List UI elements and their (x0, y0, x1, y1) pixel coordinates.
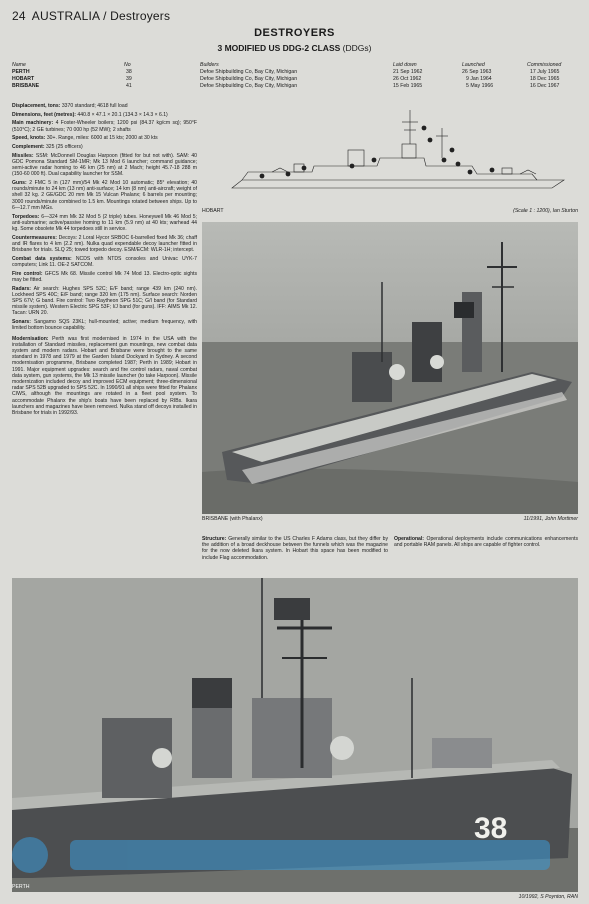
col-laid-down-header: Laid down (393, 62, 417, 68)
table-row-name: BRISBANE (12, 83, 40, 89)
table-row-name: HOBART (12, 76, 35, 82)
specifications-column: Displacement, tons: 3370 standard; 4618 … (12, 103, 197, 419)
spec-combat-data: Combat data systems: NCDS with NTDS cons… (12, 255, 197, 268)
class-subtitle: 3 MODIFIED US DDG-2 CLASS (DDGs) (0, 43, 589, 53)
spec-missiles: Missiles: SSM: McDonnell Douglas Harpoon… (12, 152, 197, 178)
drawing-caption-label: HOBART (202, 208, 224, 214)
photo2-caption-credit: 10/1992, S Poynton, RAN (518, 894, 578, 900)
operational-paragraph: Operational: Operational deployments inc… (394, 536, 578, 548)
col-name-header: Name (12, 62, 26, 68)
spec-displacement: Displacement, tons: 3370 standard; 4618 … (12, 103, 128, 109)
spec-machinery: Main machinery: 4 Foster-Wheeler boilers… (12, 120, 197, 133)
table-row-no: 38 (126, 69, 132, 75)
table-row-launched: 5 May 1966 (466, 83, 494, 89)
operational-text: Operational deployments include communic… (394, 536, 578, 549)
spec-torpedoes: Torpedoes: 6—324 mm Mk 32 Mod 5 (2 tripl… (12, 213, 198, 232)
spec-dimensions: Dimensions, feet (metres): 440.8 × 47.1 … (12, 111, 168, 118)
photo1-caption-credit: 11/1991, John Mortimer (523, 516, 578, 522)
spec-sonars: Sonars: Sangamo SQS 23KL; hull-mounted; … (12, 319, 197, 332)
perth-hull-number: 38 (474, 812, 507, 845)
spec-modernisation: Modernisation: Perth was first modernise… (12, 335, 197, 416)
brisbane-ship-photo (202, 222, 578, 514)
col-launched-header: Launched (462, 62, 485, 68)
table-row-builder: Defoe Shipbuilding Co, Bay City, Michiga… (200, 83, 298, 89)
spec-guns: Guns: 2 FMC 5 in (127 mm)/54 Mk 42 Mod 1… (12, 180, 197, 211)
class-name: 3 MODIFIED US DDG-2 CLASS (217, 43, 341, 53)
drawing-caption-credit: (Scale 1 : 1200), Ian Sturton (513, 208, 578, 214)
hobart-profile-drawing (231, 110, 565, 189)
table-row-launched: 26 Sep 1963 (462, 69, 492, 75)
col-builders-header: Builders (200, 62, 219, 68)
table-row-commissioned: 18 Dec 1965 (530, 76, 560, 82)
table-row-commissioned: 17 July 1965 (530, 69, 560, 75)
structure-paragraph: Structure: Generally similar to the US C… (202, 536, 388, 561)
spec-countermeasures: Countermeasures: Decoys: 2 Loral Hycor S… (12, 234, 197, 254)
table-row-no: 41 (126, 83, 132, 89)
page-number: 24 (12, 9, 26, 23)
operational-label: Operational: (394, 536, 425, 542)
table-row-builder: Defoe Shipbuilding Co, Bay City, Michiga… (200, 76, 298, 82)
col-no-header: No (124, 62, 131, 68)
spec-speed: Speed, knots: 30+. Range, miles: 6000 at… (12, 135, 158, 142)
structure-label: Structure: (202, 536, 227, 542)
watermark-graphic (12, 837, 550, 873)
table-row-laid-down: 21 Sep 1962 (393, 69, 423, 75)
table-row-name: PERTH (12, 69, 30, 75)
photo1-caption-label: BRISBANE (with Phalanx) (202, 516, 263, 522)
watermark-logo (0, 830, 589, 880)
section-title: AUSTRALIA / Destroyers (31, 9, 171, 23)
page-title: DESTROYERS (254, 27, 335, 39)
table-row-laid-down: 26 Oct 1962 (393, 76, 422, 82)
table-row-launched: 9 Jan 1964 (466, 76, 492, 82)
table-row-no: 39 (126, 76, 132, 82)
table-row-laid-down: 15 Feb 1965 (393, 83, 423, 89)
table-row-builder: Defoe Shipbuilding Co, Bay City, Michiga… (200, 69, 298, 75)
structure-text: Generally similar to the US Charles F Ad… (202, 536, 388, 561)
spec-fire-control: Fire control: GFCS Mk 68. Missile contro… (12, 270, 197, 283)
page-header: 24 AUSTRALIA / Destroyers (12, 9, 170, 23)
spec-complement: Complement: 325 (25 officers) (12, 144, 83, 151)
col-commissioned-header: Commissioned (527, 62, 562, 68)
table-row-commissioned: 16 Dec 1967 (530, 83, 560, 89)
ship-line-drawing (202, 100, 580, 206)
spec-radars: Radars: Air search: Hughes SPS 52C; E/F … (12, 285, 197, 317)
class-suffix: (DDGs) (342, 43, 372, 53)
photo-brisbane (202, 222, 578, 514)
photo2-caption-label: PERTH (12, 884, 30, 890)
